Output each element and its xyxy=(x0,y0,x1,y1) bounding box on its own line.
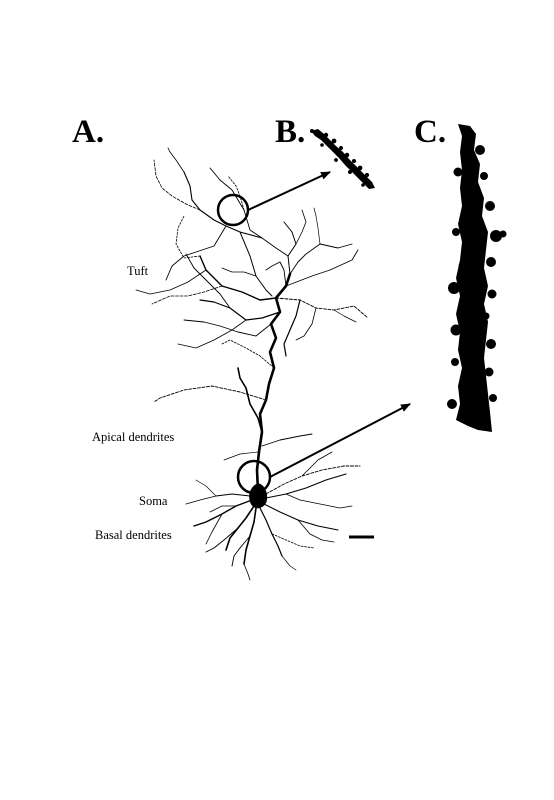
dendrite-segment-b xyxy=(311,129,375,189)
apical-trunk xyxy=(255,272,292,494)
label-soma: Soma xyxy=(139,494,168,508)
label-tuft: Tuft xyxy=(127,264,149,278)
dendrite-segment-c xyxy=(456,124,492,432)
arrow-to-panel-c xyxy=(269,403,411,478)
panel-label-b: B. xyxy=(275,114,306,150)
panel-label-a: A. xyxy=(72,114,105,150)
label-apical-dendrites: Apical dendrites xyxy=(92,430,175,444)
label-basal-dendrites: Basal dendrites xyxy=(95,528,172,542)
spines-c xyxy=(447,145,507,409)
spines-b xyxy=(310,129,370,187)
panel-label-c: C. xyxy=(414,114,447,150)
neuron-tracing xyxy=(135,147,369,581)
arrow-to-panel-b xyxy=(247,171,331,211)
